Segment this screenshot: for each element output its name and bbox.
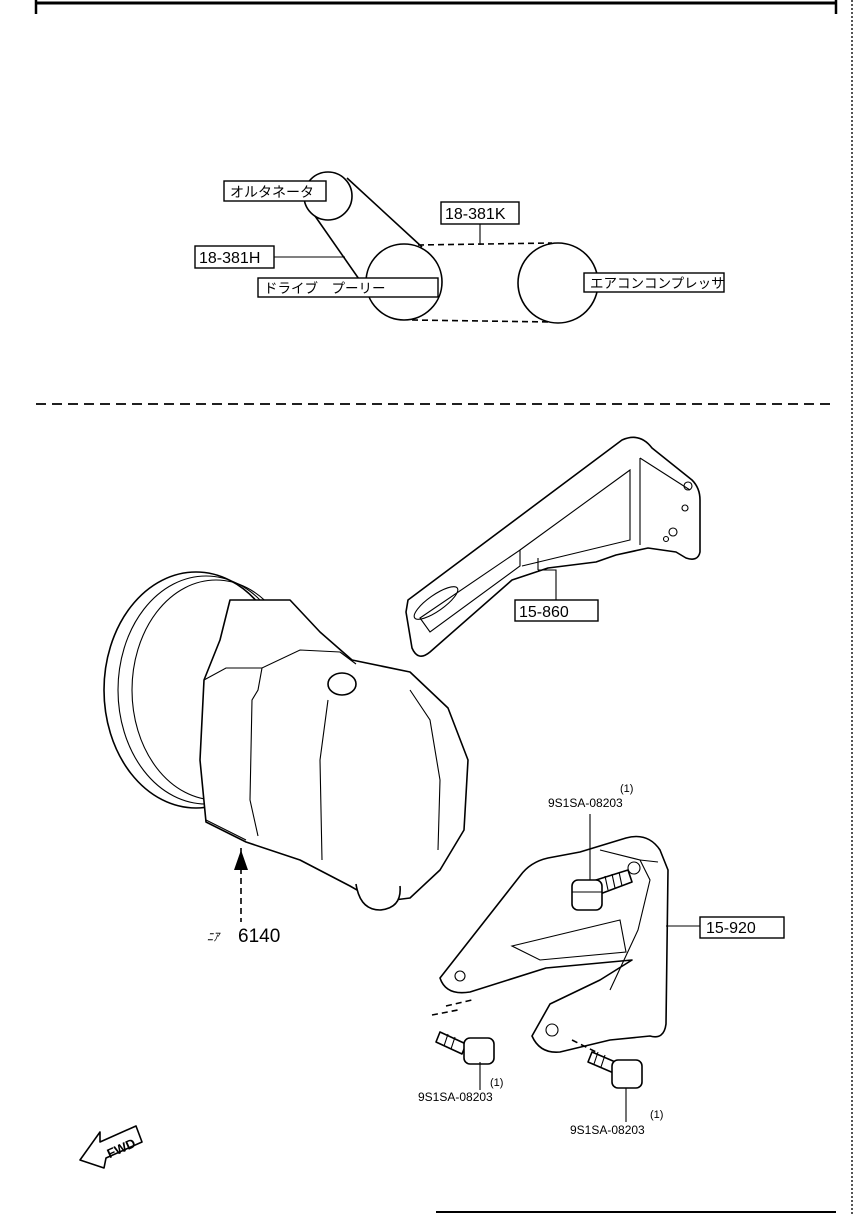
- belt-routing-diagram: オルタネータ 18-381H 18-381K ドライブ プーリー エアコンコンプ…: [194, 171, 725, 324]
- svg-text:ドライブ プーリー: ドライブ プーリー: [264, 280, 386, 296]
- lower-bracket: [439, 835, 669, 1053]
- bracket-upper-leader-b: [538, 569, 557, 600]
- belt-k-upper: [417, 242, 553, 246]
- ac-compressor-label: エアコンコンプレッサ: [583, 272, 725, 293]
- bolt-top-label: (1) 9S1SA-08203: [548, 783, 633, 810]
- belt-h-upper: [346, 177, 423, 248]
- svg-text:9S1SA-08203: 9S1SA-08203: [570, 1123, 645, 1137]
- svg-text:(1): (1): [490, 1077, 503, 1089]
- compressor-ref-label: ﾆｱ 6140: [207, 926, 280, 947]
- svg-text:エアコンコンプレッサ: エアコンコンプレッサ: [590, 276, 725, 291]
- svg-text:9S1SA-08203: 9S1SA-08203: [548, 796, 623, 810]
- svg-text:オルタネータ: オルタネータ: [230, 184, 314, 200]
- svg-text:9S1SA-08203: 9S1SA-08203: [418, 1090, 493, 1104]
- upper-bracket: [405, 436, 701, 657]
- bolt-right-guide: [571, 1039, 597, 1053]
- belt-ref-h-label: 18-381H: [194, 245, 275, 269]
- svg-text:18-381H: 18-381H: [199, 250, 260, 267]
- bolt-left-label: (1) 9S1SA-08203: [418, 1077, 503, 1104]
- bolt-right-label: (1) 9S1SA-08203: [570, 1109, 663, 1137]
- drive-pulley-label: ドライブ プーリー: [257, 277, 439, 298]
- svg-text:18-381K: 18-381K: [445, 206, 506, 223]
- bolt-left-guide: [431, 999, 473, 1016]
- belt-ref-k-label: 18-381K: [440, 201, 520, 225]
- bolt-top: [571, 869, 633, 911]
- fwd-arrow-icon: FWD: [79, 1125, 143, 1169]
- svg-text:(1): (1): [650, 1109, 663, 1121]
- belt-k-lower: [411, 319, 553, 323]
- bolt-left: [435, 1031, 495, 1065]
- alternator-label: オルタネータ: [223, 180, 327, 202]
- bracket-lower-ref-label: 15-920: [699, 916, 785, 939]
- svg-text:ﾆｱ: ﾆｱ: [207, 930, 221, 944]
- bracket-upper-ref-label: 15-860: [514, 599, 599, 622]
- bolt-right: [587, 1051, 643, 1089]
- svg-text:15-920: 15-920: [706, 920, 756, 937]
- svg-text:(1): (1): [620, 783, 633, 795]
- ac-compressor: [103, 571, 469, 911]
- svg-text:15-860: 15-860: [519, 604, 569, 621]
- compressor-leader-arrowhead: [234, 850, 248, 870]
- svg-text:6140: 6140: [238, 926, 280, 947]
